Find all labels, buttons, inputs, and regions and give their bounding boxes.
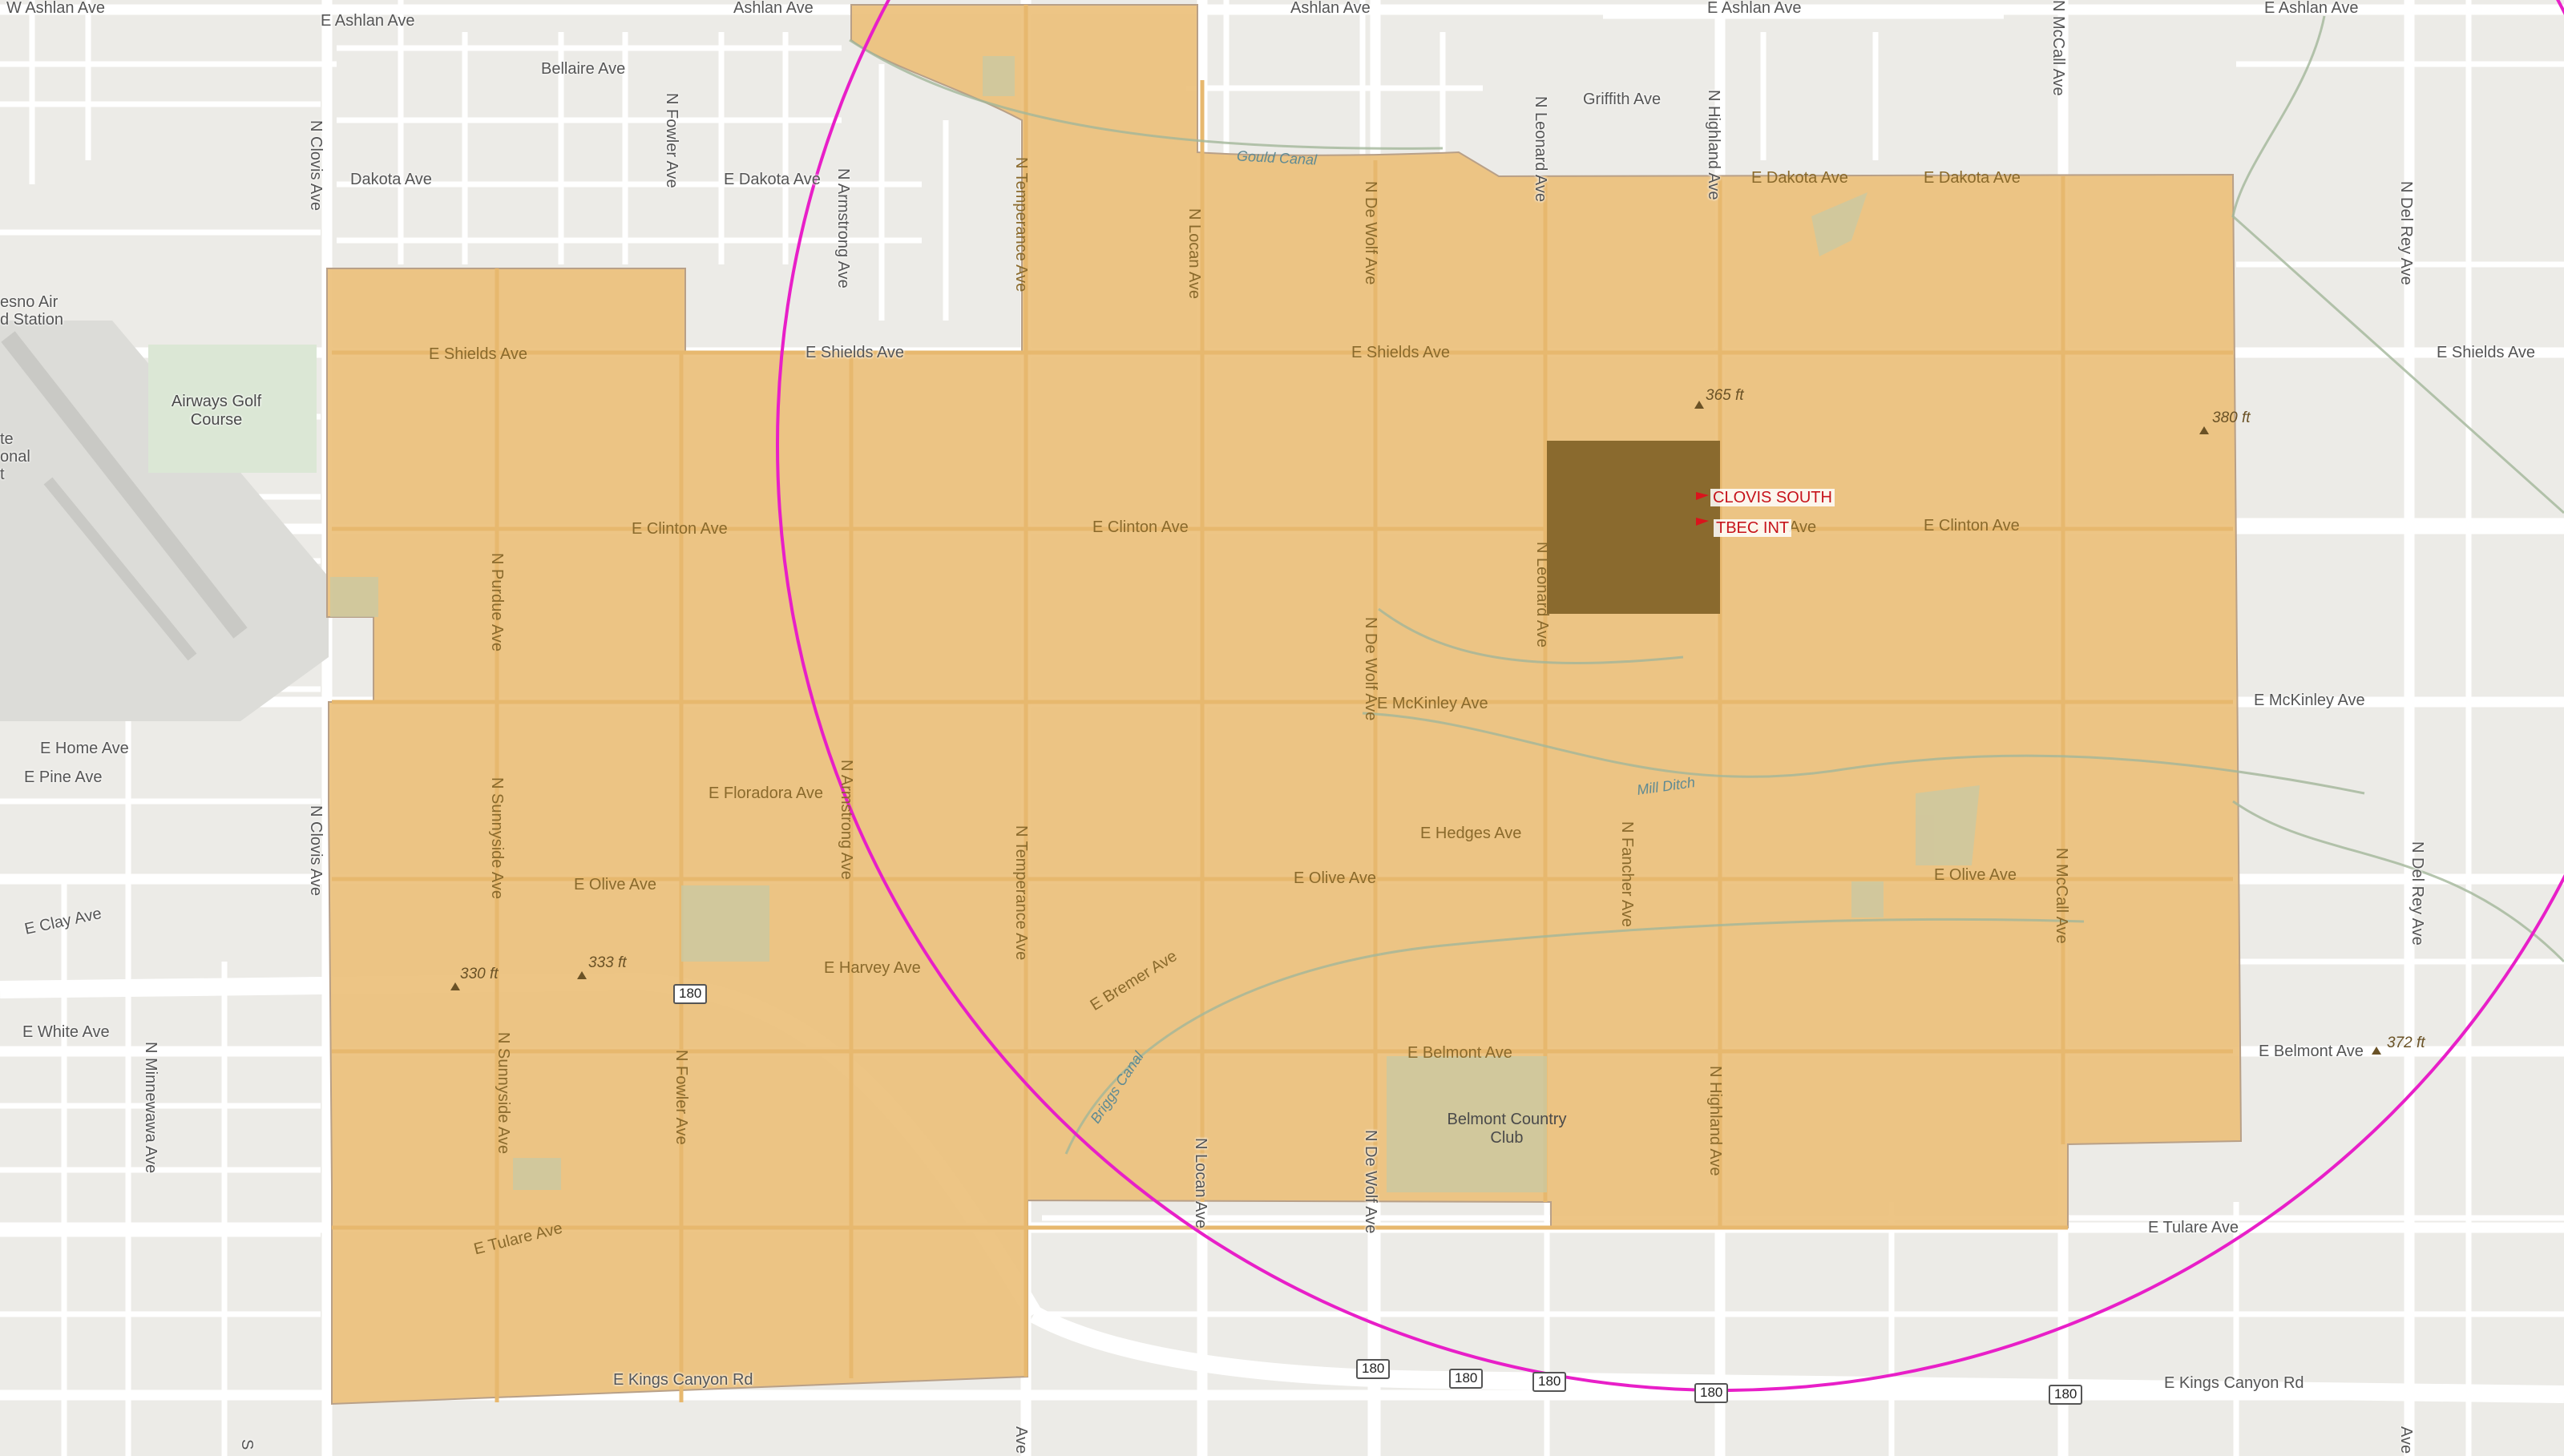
street-label-belmont-2: E Belmont Ave — [2259, 1043, 2364, 1060]
water-label-gould-canal: Gould Canal — [1236, 147, 1318, 168]
school-zone-highlight — [1547, 441, 1720, 614]
school-label-clovis-south[interactable]: CLOVIS SOUTH — [1710, 489, 1835, 506]
route-shield-180-f: 180 — [2049, 1385, 2083, 1405]
elevation-label-372: 372 ft — [2387, 1035, 2425, 1051]
street-label-clinton-1: E Clinton Ave — [632, 520, 728, 538]
airport-area — [0, 321, 329, 721]
street-label-n-delrey-1: N Del Rey Ave — [2397, 181, 2415, 285]
street-label-dakota-3: E Dakota Ave — [1751, 169, 1848, 187]
school-flag-icon[interactable] — [1693, 516, 1710, 540]
school-label-tbec[interactable]: TBEC INT — [1714, 519, 1792, 537]
school-flag-icon[interactable] — [1693, 490, 1710, 514]
street-label-home: E Home Ave — [40, 740, 129, 757]
street-label-mckinley-2: E McKinley Ave — [2254, 692, 2365, 709]
street-label-white: E White Ave — [22, 1023, 110, 1041]
route-shield-180-b: 180 — [1356, 1359, 1391, 1379]
street-label-griffith: Griffith Ave — [1583, 91, 1662, 108]
street-label-s-clovis: S — [238, 1439, 256, 1450]
street-label-olive-1: E Olive Ave — [574, 876, 657, 893]
street-label-kings-2: E Kings Canyon Rd — [2164, 1374, 2304, 1392]
street-label-n-clovis-2: N Clovis Ave — [307, 805, 325, 897]
street-label-w-ashlan: W Ashlan Ave — [6, 0, 106, 17]
street-label-clinton-3: E Clinton Ave — [1924, 517, 2020, 534]
street-label-n-fancher: N Fancher Ave — [1618, 821, 1636, 927]
street-label-shields-3: E Shields Ave — [1351, 344, 1451, 361]
route-shield-180-e: 180 — [1694, 1383, 1729, 1403]
elevation-markers — [450, 401, 2381, 1055]
street-label-n-highland-2: N Highland Ave — [1706, 1066, 1724, 1176]
street-label-n-purdue: N Purdue Ave — [488, 553, 506, 652]
highway-180 — [1029, 1306, 2564, 1403]
elevation-label-380: 380 ft — [2212, 409, 2251, 426]
street-label-n-highland-1: N Highland Ave — [1705, 90, 1722, 200]
street-label-tulare-2: E Tulare Ave — [2148, 1219, 2239, 1236]
street-label-n-leonard-1: N Leonard Ave — [1532, 96, 1549, 202]
street-label-n-fowler-1: N Fowler Ave — [663, 93, 680, 188]
route-shield-180-d: 180 — [1532, 1372, 1567, 1392]
street-label-n-mccall-1: N McCall Ave — [2049, 0, 2067, 96]
street-label-dakota-2: E Dakota Ave — [724, 171, 821, 188]
street-label-n-leonard-2: N Leonard Ave — [1533, 542, 1551, 647]
street-label-pine: E Pine Ave — [24, 768, 103, 786]
street-label-n-sunnyside-2: N Sunnyside Ave — [495, 1032, 512, 1154]
street-label-n-mccall-2: N McCall Ave — [2053, 848, 2070, 944]
golf-course-area — [148, 345, 317, 473]
street-label-mckinley-1: E McKinley Ave — [1377, 695, 1488, 712]
street-label-hedges: E Hedges Ave — [1420, 825, 1522, 842]
street-label-n-temperance-2: N Temperance Ave — [1012, 825, 1030, 961]
street-label-clinton-2: E Clinton Ave — [1092, 518, 1189, 536]
street-label-belmont-1: E Belmont Ave — [1407, 1044, 1512, 1062]
poi-label-belmont-cc: Belmont Country Club — [1447, 1111, 1567, 1147]
street-label-n-clovis-1: N Clovis Ave — [307, 120, 325, 212]
street-label-ashlan-3: Ashlan Ave — [1290, 0, 1371, 17]
street-label-dakota-4: E Dakota Ave — [1924, 169, 2021, 187]
street-label-n-dewolf-3: N De Wolf Ave — [1362, 1130, 1379, 1234]
poi-label-airport-2: d Station — [0, 311, 63, 329]
street-label-bellaire: Bellaire Ave — [541, 60, 626, 78]
street-label-ashlan-5: E Ashlan Ave — [2264, 0, 2359, 17]
street-label-n-locan-1: N Locan Ave — [1185, 208, 1203, 300]
street-label-olive-2: E Olive Ave — [1294, 869, 1377, 887]
street-label-ashlan-1: E Ashlan Ave — [321, 12, 415, 30]
street-label-harvey: E Harvey Ave — [824, 959, 921, 977]
street-label-shields-2: E Shields Ave — [806, 344, 905, 361]
poi-label-golf: Airways Golf Course — [171, 393, 262, 429]
street-label-kings-1: E Kings Canyon Rd — [613, 1371, 753, 1389]
street-label-olive-3: E Olive Ave — [1934, 866, 2017, 884]
street-label-shields-4: E Shields Ave — [2437, 344, 2536, 361]
street-label-n-temperance-3: Ave — [1012, 1426, 1030, 1454]
street-label-ashlan-4: E Ashlan Ave — [1707, 0, 1802, 17]
street-label-n-fowler-2: N Fowler Ave — [672, 1050, 690, 1145]
street-label-n-temperance-1: N Temperance Ave — [1012, 157, 1030, 292]
street-label-n-sunnyside-1: N Sunnyside Ave — [488, 777, 506, 899]
street-label-ashlan-2: Ashlan Ave — [733, 0, 814, 17]
elevation-label-365: 365 ft — [1706, 387, 1744, 404]
street-label-clinton-4: Ave — [1789, 518, 1817, 536]
elevation-label-333: 333 ft — [588, 954, 627, 971]
green-patches — [330, 56, 1980, 1192]
canals — [849, 15, 2564, 1155]
route-shield-180-c: 180 — [1449, 1369, 1484, 1389]
street-label-dakota-1: Dakota Ave — [350, 171, 432, 188]
street-label-n-armstrong-1: N Armstrong Ave — [834, 168, 852, 288]
elevation-label-330: 330 ft — [460, 966, 499, 982]
street-label-n-minnewawa: N Minnewawa Ave — [142, 1042, 159, 1174]
street-label-floradora: E Floradora Ave — [709, 784, 824, 802]
zone-street-grid — [332, 5, 2233, 1402]
poi-label-airport-1: esno Air — [0, 293, 59, 311]
street-label-n-delrey-3: Ave — [2397, 1426, 2415, 1454]
street-label-n-armstrong-2: N Armstrong Ave — [838, 760, 855, 880]
street-label-n-delrey-2: N Del Rey Ave — [2409, 841, 2426, 946]
street-label-n-dewolf-1: N De Wolf Ave — [1362, 181, 1379, 285]
poi-label-airport-3: te — [0, 430, 14, 448]
poi-label-airport-5: t — [0, 466, 5, 483]
poi-label-airport-4: onal — [0, 448, 30, 466]
street-label-n-locan-2: N Locan Ave — [1192, 1138, 1209, 1229]
street-label-n-dewolf-2: N De Wolf Ave — [1362, 617, 1379, 721]
route-shield-180-a: 180 — [673, 984, 708, 1004]
street-label-shields-1: E Shields Ave — [429, 345, 528, 363]
